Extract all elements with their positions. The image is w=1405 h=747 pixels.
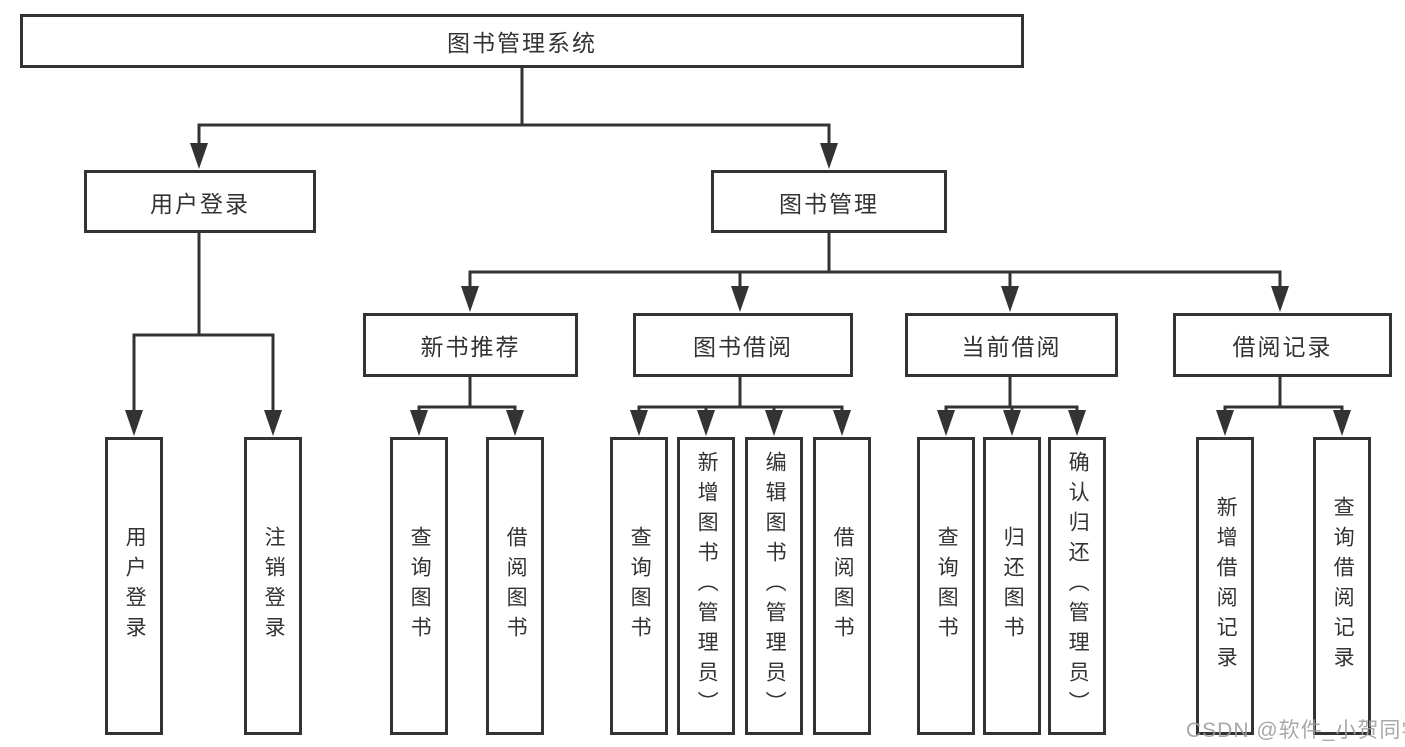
node-user-login-label: 用户登录 <box>150 190 250 217</box>
leaf-confirm-return-admin: 确认归还（管理员） <box>1048 437 1106 735</box>
leaf-query-borrow-record-label: 查询借阅记录 <box>1331 496 1355 676</box>
leaf-query-books-current: 查询图书 <box>917 437 975 735</box>
arrow-down-icon <box>937 410 955 436</box>
connector-arrows <box>125 143 1351 436</box>
arrow-down-icon <box>1068 410 1086 436</box>
arrow-down-icon <box>190 143 208 169</box>
arrow-down-icon <box>820 143 838 169</box>
node-new-book-recommend: 新书推荐 <box>363 313 578 377</box>
leaf-edit-books-admin-label: 编辑图书（管理员） <box>763 451 787 721</box>
arrow-down-icon <box>410 410 428 436</box>
node-current-borrow: 当前借阅 <box>905 313 1118 377</box>
node-book-borrow: 图书借阅 <box>633 313 853 377</box>
node-root-label: 图书管理系统 <box>447 30 597 56</box>
leaf-logout: 注销登录 <box>244 437 302 735</box>
arrow-down-icon <box>461 286 479 312</box>
leaf-add-books-admin: 新增图书（管理员） <box>677 437 735 735</box>
arrow-down-icon <box>833 410 851 436</box>
leaf-borrow-books: 借阅图书 <box>813 437 871 735</box>
leaf-user-login-label: 用户登录 <box>123 526 147 646</box>
leaf-query-borrow-record: 查询借阅记录 <box>1313 437 1371 735</box>
arrow-down-icon <box>630 410 648 436</box>
arrow-down-icon <box>1333 410 1351 436</box>
arrow-down-icon <box>506 410 524 436</box>
leaf-return-books: 归还图书 <box>983 437 1041 735</box>
leaf-user-login: 用户登录 <box>105 437 163 735</box>
leaf-borrow-books-recommend: 借阅图书 <box>486 437 544 735</box>
leaf-query-books-borrow: 查询图书 <box>610 437 668 735</box>
arrow-down-icon <box>1001 286 1019 312</box>
arrow-down-icon <box>1216 410 1234 436</box>
node-new-book-recommend-label: 新书推荐 <box>420 334 521 360</box>
arrow-down-icon <box>1003 410 1021 436</box>
arrow-down-icon <box>697 410 715 436</box>
leaf-query-books-borrow-label: 查询图书 <box>628 526 652 646</box>
arrow-down-icon <box>765 410 783 436</box>
leaf-query-books-current-label: 查询图书 <box>935 526 959 646</box>
node-book-management: 图书管理 <box>711 170 947 233</box>
leaf-borrow-books-recommend-label: 借阅图书 <box>504 526 528 646</box>
node-current-borrow-label: 当前借阅 <box>961 334 1062 360</box>
leaf-edit-books-admin: 编辑图书（管理员） <box>745 437 803 735</box>
watermark-text: CSDN @软件_小贺同学 <box>1186 719 1405 742</box>
leaf-add-borrow-record-label: 新增借阅记录 <box>1214 496 1238 676</box>
node-borrow-records-label: 借阅记录 <box>1232 334 1333 360</box>
leaf-add-books-admin-label: 新增图书（管理员） <box>695 451 719 721</box>
leaf-query-books-recommend: 查询图书 <box>390 437 448 735</box>
leaf-borrow-books-label: 借阅图书 <box>831 526 855 646</box>
arrow-down-icon <box>731 286 749 312</box>
node-book-borrow-label: 图书借阅 <box>693 334 793 360</box>
arrow-down-icon <box>1271 286 1289 312</box>
leaf-confirm-return-admin-label: 确认归还（管理员） <box>1066 451 1090 721</box>
arrow-down-icon <box>264 410 282 436</box>
connector-edges <box>132 68 1344 418</box>
arrow-down-icon <box>125 410 143 436</box>
leaf-add-borrow-record: 新增借阅记录 <box>1196 437 1254 735</box>
leaf-query-books-recommend-label: 查询图书 <box>408 526 432 646</box>
node-user-login: 用户登录 <box>84 170 316 233</box>
node-book-management-label: 图书管理 <box>779 190 879 217</box>
leaf-return-books-label: 归还图书 <box>1001 526 1025 646</box>
node-root: 图书管理系统 <box>20 14 1024 68</box>
node-borrow-records: 借阅记录 <box>1173 313 1392 377</box>
leaf-logout-label: 注销登录 <box>262 526 286 646</box>
